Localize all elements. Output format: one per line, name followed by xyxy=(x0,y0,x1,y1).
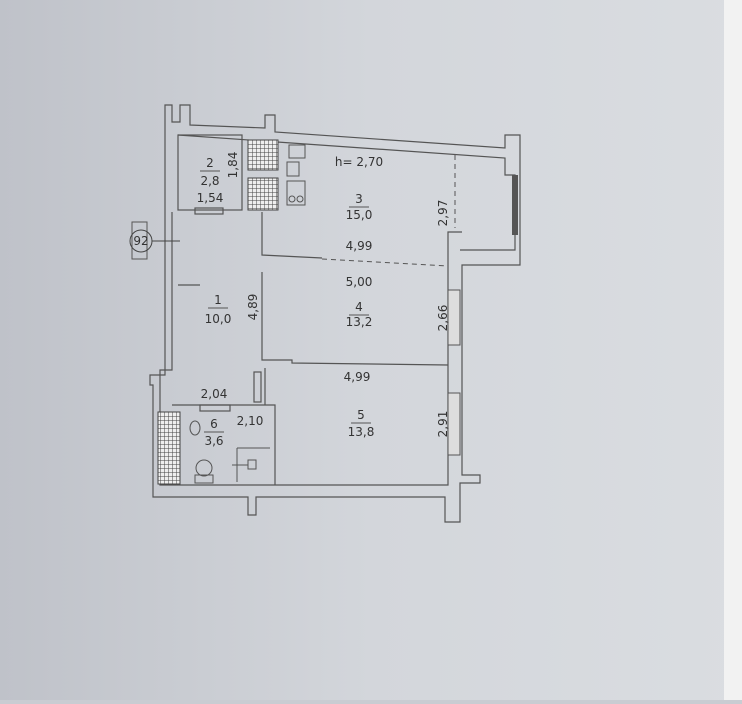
washbasin-icon xyxy=(189,420,201,436)
room-2-area: 2,8 xyxy=(200,174,219,188)
room-6-number: 6 xyxy=(210,417,218,431)
room-2-width: 1,54 xyxy=(197,191,224,205)
room-4-number: 4 xyxy=(355,300,363,314)
room-2-number: 2 xyxy=(206,156,214,170)
window xyxy=(512,175,518,235)
room-3-height: 2,97 xyxy=(436,200,450,227)
room-1-number: 1 xyxy=(214,293,222,307)
window xyxy=(447,392,461,456)
sink-icon xyxy=(288,144,306,159)
room-1-area: 10,0 xyxy=(205,312,232,326)
room-5-width: 4,99 xyxy=(344,370,371,384)
window xyxy=(447,289,461,346)
room-2-height: 1,84 xyxy=(226,152,240,179)
room-4-height: 2,66 xyxy=(436,305,450,332)
ventilation-shaft xyxy=(247,139,279,171)
room-6-width: 2,04 xyxy=(201,387,228,401)
room-3-number: 3 xyxy=(355,192,363,206)
ceiling-height: h= 2,70 xyxy=(335,155,383,169)
room-6-height: 2,10 xyxy=(237,414,264,428)
room-3-width: 4,99 xyxy=(346,239,373,253)
shower-head-icon xyxy=(247,459,257,470)
zone-divider xyxy=(321,258,449,267)
room-1-dimension: 4,89 xyxy=(246,294,260,321)
stove-burner-icon xyxy=(288,195,296,203)
toilet-tank-icon xyxy=(194,474,214,484)
stove-burner-icon xyxy=(296,195,304,203)
fridge-icon xyxy=(286,161,300,177)
stove-icon xyxy=(286,180,306,206)
toilet-icon xyxy=(195,459,213,477)
room-4-area: 13,2 xyxy=(346,315,373,329)
room-6-area: 3,6 xyxy=(204,434,223,448)
page-edge xyxy=(724,0,742,700)
room-5-number: 5 xyxy=(357,408,365,422)
inner-walls xyxy=(172,134,449,485)
axis-marker-label: 92 xyxy=(133,234,148,248)
shower-icon xyxy=(232,447,270,482)
entrance-door xyxy=(131,221,148,260)
ventilation-shaft xyxy=(157,411,181,485)
room-3-area: 15,0 xyxy=(346,208,373,222)
ventilation-shaft xyxy=(247,177,279,211)
outer-walls xyxy=(149,104,521,523)
room-5-height: 2,91 xyxy=(436,411,450,438)
room-4-width: 5,00 xyxy=(346,275,373,289)
room-5-area: 13,8 xyxy=(348,425,375,439)
